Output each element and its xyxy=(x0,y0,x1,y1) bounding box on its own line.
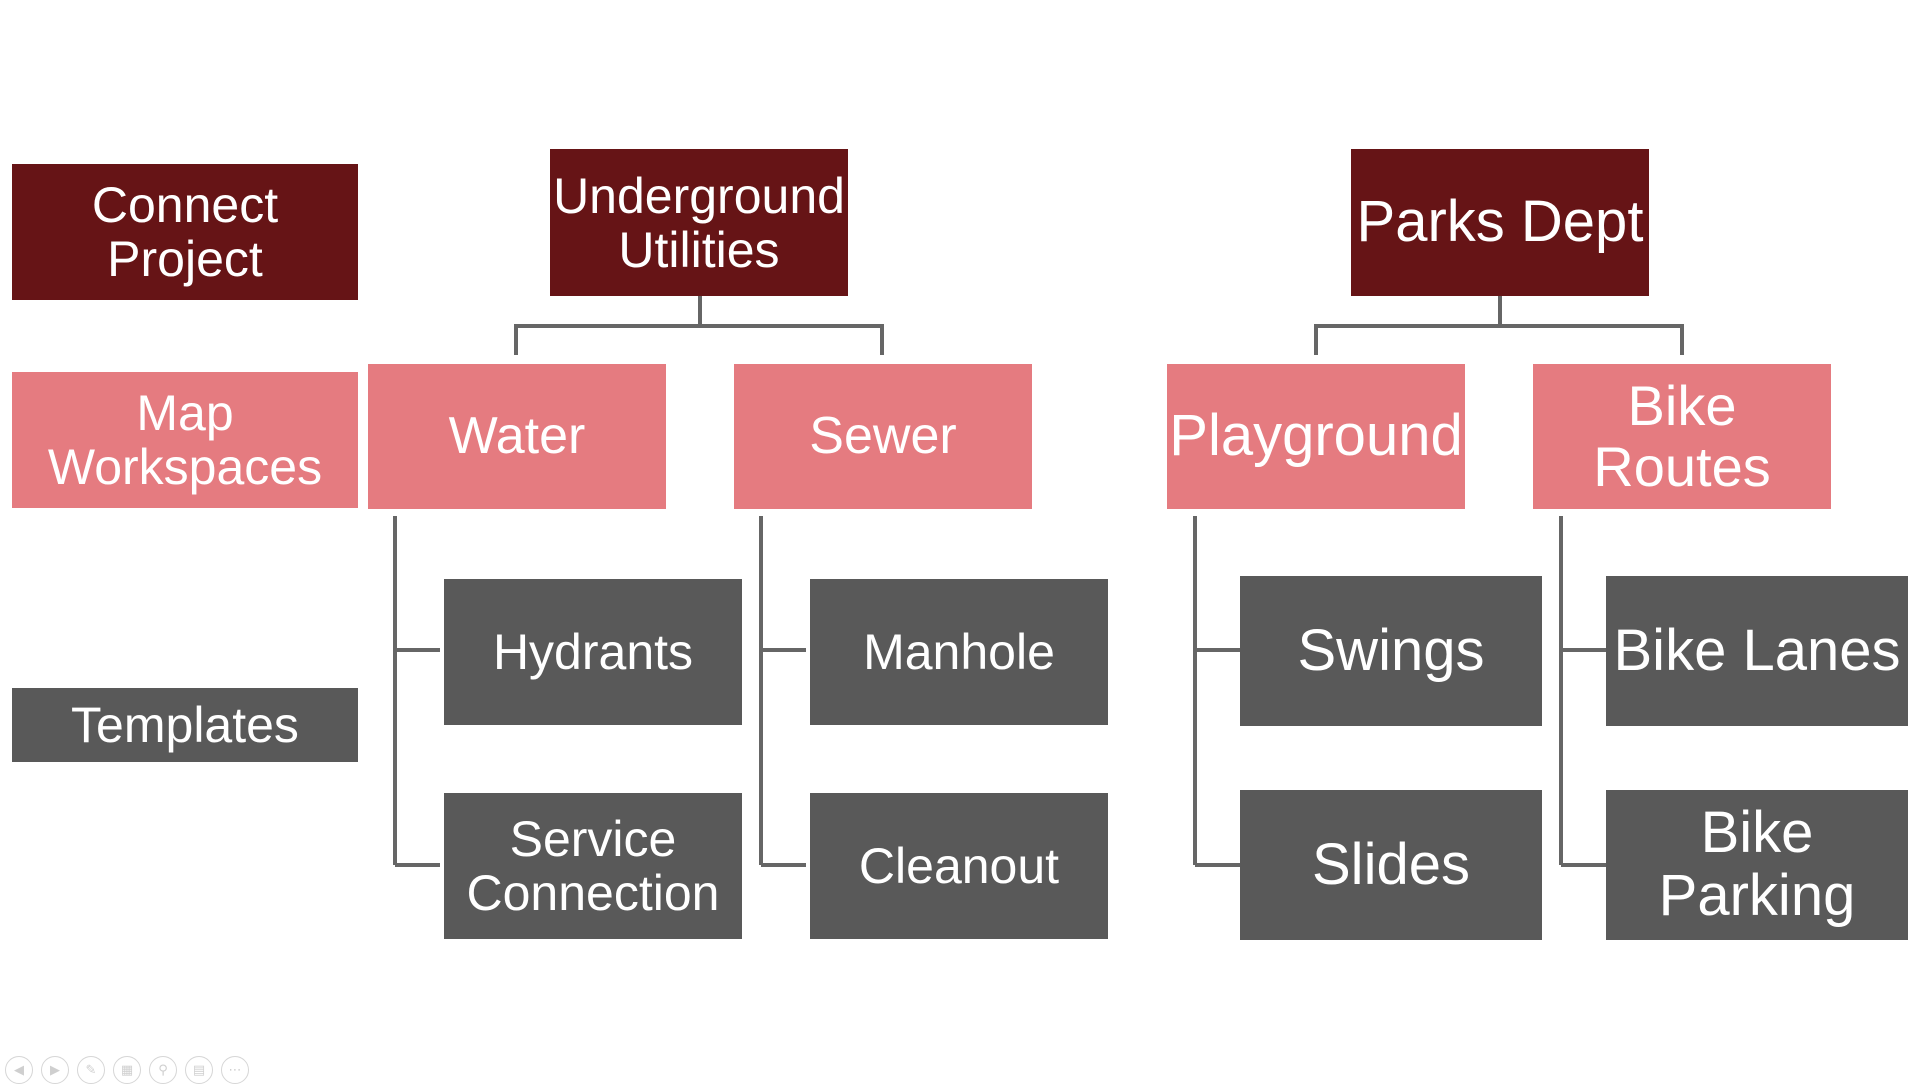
template-swings-label: Swings xyxy=(1297,617,1485,683)
connector-playground-to-templates xyxy=(1193,516,1240,867)
template-manhole-label: Manhole xyxy=(863,624,1055,680)
template-slides-label: Slides xyxy=(1312,831,1470,897)
workspace-water: Water xyxy=(368,364,666,509)
legend-templates-label: Templates xyxy=(71,697,299,753)
workspace-water-label: Water xyxy=(448,407,586,466)
workspace-sewer: Sewer xyxy=(734,364,1032,509)
connector-sewer-to-templates xyxy=(759,516,806,867)
workspace-playground: Playground xyxy=(1167,364,1465,509)
template-hydrants-label: Hydrants xyxy=(492,624,694,680)
template-bike-parking-label: Bike Parking xyxy=(1658,800,1856,928)
workspace-bike-routes: Bike Routes xyxy=(1533,364,1831,509)
connector-parks-to-children xyxy=(1314,296,1684,355)
slideshow-toolbar: ◀ ▶ ✎ ▦ ⚲ ▤ ⋯ xyxy=(5,1056,249,1086)
connector-water-to-templates xyxy=(393,516,440,867)
template-cleanout-label: Cleanout xyxy=(858,838,1060,894)
template-hydrants: Hydrants xyxy=(444,579,742,725)
template-slides: Slides xyxy=(1240,790,1542,940)
project-underground-utilities: Underground Utilities xyxy=(550,149,848,296)
template-manhole: Manhole xyxy=(810,579,1108,725)
template-bike-lanes: Bike Lanes xyxy=(1606,576,1908,726)
project-parks-dept: Parks Dept xyxy=(1351,149,1649,296)
connector-underground-to-children xyxy=(514,296,884,355)
project-parks-dept-label: Parks Dept xyxy=(1356,189,1644,255)
legend-map-workspaces: Map Workspaces xyxy=(12,372,358,508)
workspace-sewer-label: Sewer xyxy=(809,407,957,466)
legend-templates: Templates xyxy=(12,688,358,762)
workspace-playground-label: Playground xyxy=(1169,403,1463,469)
template-service-connection: Service Connection xyxy=(444,793,742,939)
template-service-connection-label: Service Connection xyxy=(466,811,720,921)
template-cleanout: Cleanout xyxy=(810,793,1108,939)
legend-map-workspaces-label: Map Workspaces xyxy=(47,385,323,495)
workspace-bike-routes-label: Bike Routes xyxy=(1593,374,1771,498)
template-swings: Swings xyxy=(1240,576,1542,726)
legend-connect-project: Connect Project xyxy=(12,164,358,300)
template-bike-lanes-label: Bike Lanes xyxy=(1613,617,1901,683)
project-underground-utilities-label: Underground Utilities xyxy=(553,167,845,278)
connector-bikeroutes-to-templates xyxy=(1559,516,1606,867)
template-bike-parking: Bike Parking xyxy=(1606,790,1908,940)
legend-connect-project-label: Connect Project xyxy=(91,177,279,287)
